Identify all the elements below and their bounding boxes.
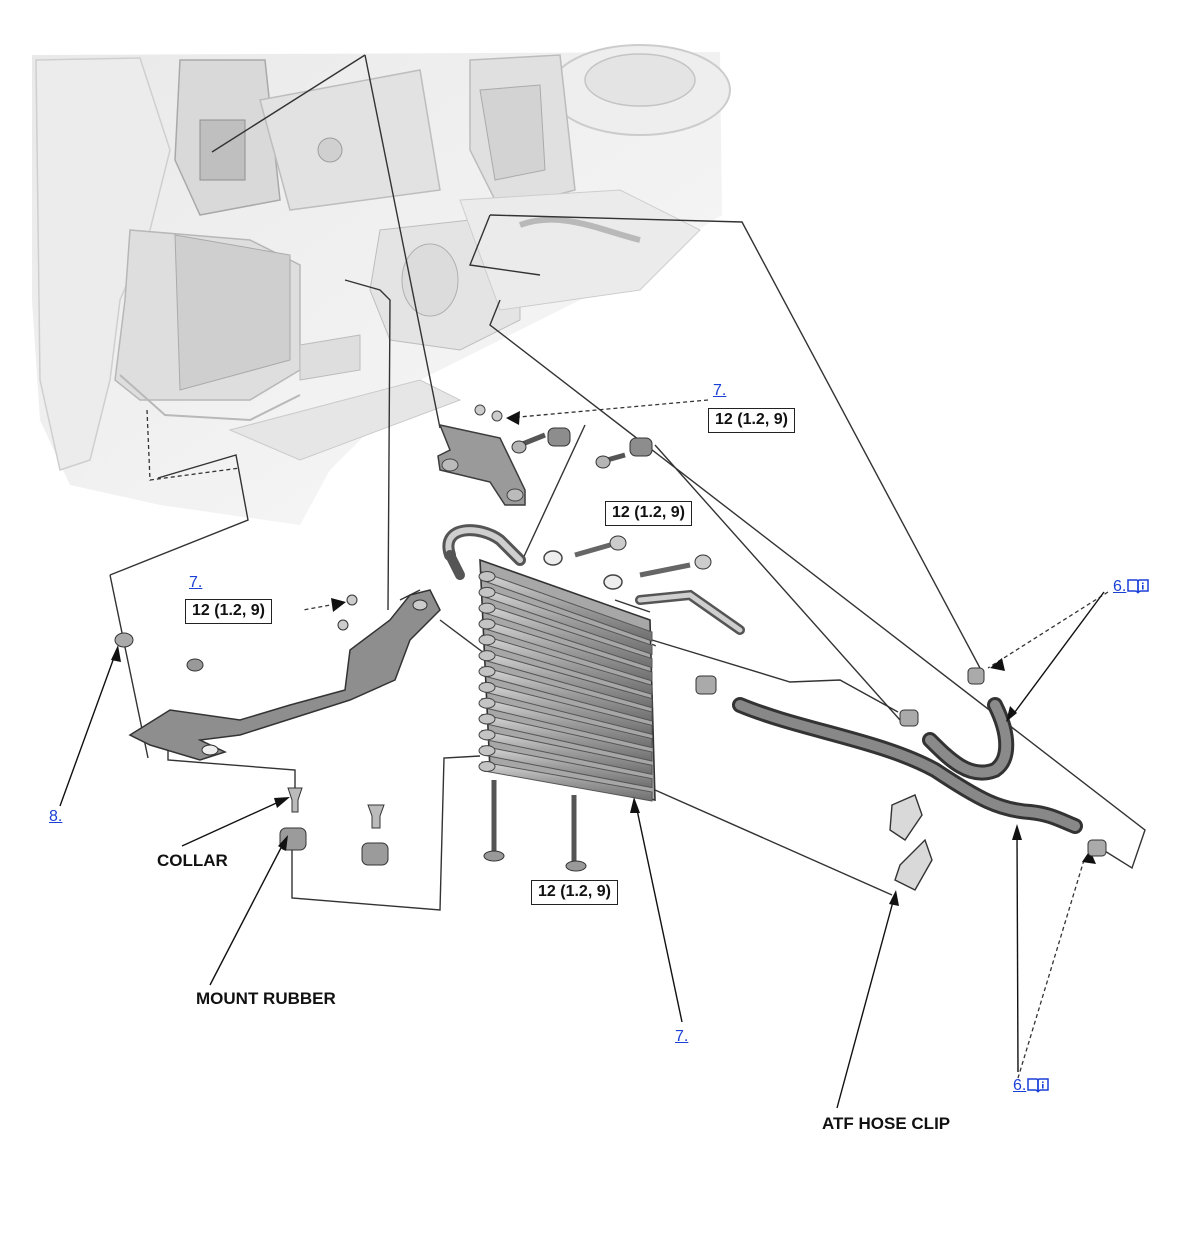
mount-rubber-label: MOUNT RUBBER: [196, 989, 336, 1008]
arrowheads: [331, 411, 1096, 864]
torque-spec-bottom: 12 (1.2, 9): [531, 880, 618, 905]
collars-and-rubbers: [279, 787, 389, 866]
cooler-tube-end: [478, 650, 496, 662]
collar-label: COLLAR: [157, 851, 228, 870]
cooler-tube-end: [478, 571, 496, 582]
vehicle-background-art: [32, 44, 731, 525]
atf-cooler: [442, 524, 745, 872]
cooler-tube-end: [478, 745, 496, 757]
cooler-tube-end: [478, 634, 496, 646]
cooler-tube-end: [478, 729, 496, 741]
atf-hoses: [695, 667, 1107, 857]
ref-link-6-top-text: 6.: [1113, 578, 1127, 595]
book-info-icon: [1027, 1078, 1050, 1093]
upper-cooler-bracket: [437, 404, 653, 506]
torque-spec-top-right: 12 (1.2, 9): [708, 408, 795, 433]
ref-link-7-bottom[interactable]: 7.: [675, 1028, 689, 1045]
atf-hose-clips: [889, 794, 933, 891]
cooler-tube-end: [478, 666, 496, 677]
ref-link-6-top[interactable]: 6.: [1113, 578, 1150, 596]
torque-spec-center: 12 (1.2, 9): [605, 501, 692, 526]
cooler-tube-end: [478, 713, 496, 725]
cooler-tube-end: [478, 681, 496, 693]
torque-spec-left: 12 (1.2, 9): [185, 599, 272, 624]
callout-arrowheads: [111, 645, 1022, 906]
cooler-tube-end: [478, 586, 496, 598]
ref-link-8[interactable]: 8.: [49, 808, 63, 825]
callout-arrows: [59, 591, 1105, 1109]
book-info-icon: [1127, 579, 1150, 594]
lower-cooler-bracket: [114, 589, 441, 761]
cooler-tube-end: [478, 618, 496, 630]
ref-link-6-bottom-text: 6.: [1013, 1077, 1027, 1094]
ref-link-7-top[interactable]: 7.: [713, 382, 727, 399]
ref-link-6-bottom[interactable]: 6.: [1013, 1077, 1050, 1095]
cooler-tube-end: [478, 761, 496, 772]
atf-hose-clip-label: ATF HOSE CLIP: [822, 1114, 951, 1133]
cooler-tube-end: [478, 697, 496, 709]
cooler-tube-end: [478, 602, 496, 614]
ref-link-7-left[interactable]: 7.: [189, 574, 203, 591]
